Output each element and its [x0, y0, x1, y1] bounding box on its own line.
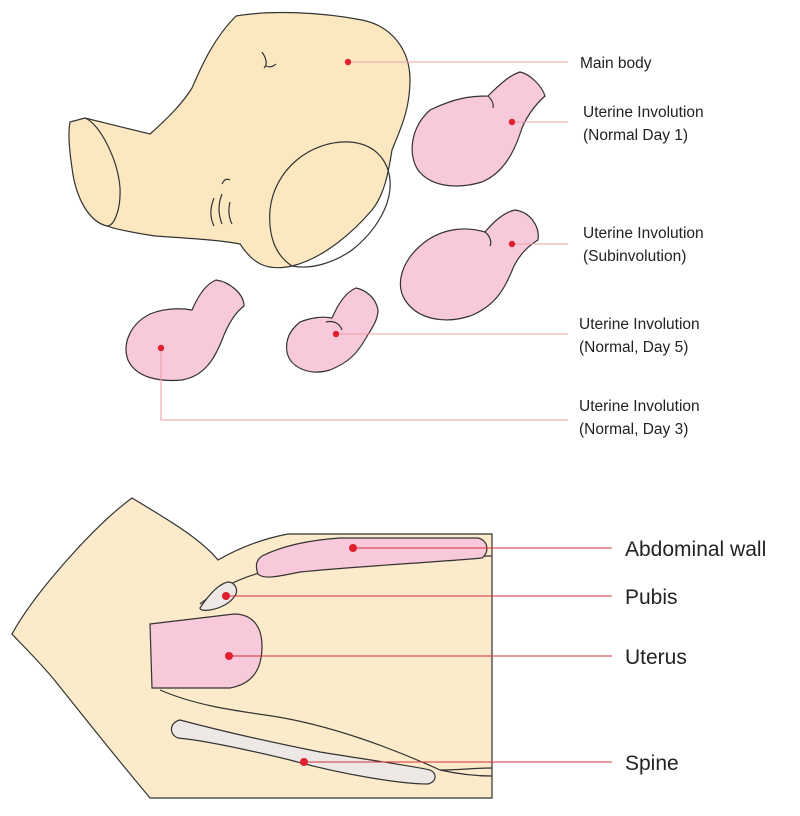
label-subinvolution: Uterine Involution (Subinvolution) — [583, 225, 708, 265]
dot-normal-day-1 — [508, 118, 516, 126]
uterus-normal-day-5-crease — [325, 320, 343, 331]
main-body-shape — [68, 11, 411, 269]
dot-abdominal-wall — [349, 544, 357, 552]
dot-normal-day-5 — [332, 330, 340, 338]
spine-organ — [170, 719, 436, 785]
bottom-labels: Abdominal wall Pubis Uterus Spine — [625, 538, 766, 775]
label-spine: Spine — [625, 752, 679, 775]
cross-section-inner-bottom — [159, 689, 493, 771]
cross-section-inner-lower — [439, 769, 493, 777]
label-normal-day-3: Uterine Involution (Normal, Day 3) — [579, 398, 704, 438]
uterus-subinvolution-shape — [399, 209, 539, 321]
dot-normal-day-3 — [157, 344, 165, 352]
dot-main-body — [344, 58, 352, 66]
top-dots — [157, 58, 516, 352]
dot-spine — [300, 758, 308, 766]
label-normal-day-1: Uterine Involution (Normal Day 1) — [583, 104, 708, 144]
label-uterus: Uterus — [625, 646, 687, 669]
bottom-dots — [222, 544, 357, 766]
uterus-normal-day-3 — [125, 279, 245, 382]
dot-subinvolution — [508, 240, 516, 248]
uterus-shape — [149, 613, 263, 689]
main-body-end — [84, 117, 121, 227]
main-body-hip — [269, 141, 391, 268]
leader-normal-day-3 — [160, 348, 568, 421]
uterus-normal-day-3-shape — [125, 279, 245, 382]
uterus-subinvolution — [399, 209, 539, 321]
dot-pubis — [222, 592, 230, 600]
uterus-organ — [149, 613, 263, 689]
label-main-body: Main body — [580, 55, 652, 72]
pubis-organ — [199, 581, 238, 611]
main-body-wrinkle — [261, 51, 277, 69]
uterus-normal-day-1-shape — [411, 71, 546, 187]
pubis-shape — [199, 581, 238, 611]
main-body-fold — [210, 178, 233, 227]
label-abdominal-wall: Abdominal wall — [625, 538, 766, 561]
uterus-normal-day-1-crease — [487, 95, 494, 109]
label-normal-day-5: Uterine Involution (Normal, Day 5) — [579, 316, 704, 356]
top-leader-lines — [160, 61, 568, 421]
bottom-leader-lines — [226, 547, 612, 763]
main-body-model — [68, 11, 411, 269]
label-pubis: Pubis — [625, 586, 678, 609]
uterus-normal-day-5 — [285, 287, 379, 373]
spine-shape — [170, 719, 436, 785]
uterus-normal-day-1 — [411, 71, 546, 187]
dot-uterus — [225, 652, 233, 660]
top-labels: Main body Uterine Involution (Normal Day… — [579, 55, 708, 438]
uterus-subinvolution-crease — [484, 231, 492, 247]
uterus-normal-day-5-shape — [285, 287, 379, 373]
